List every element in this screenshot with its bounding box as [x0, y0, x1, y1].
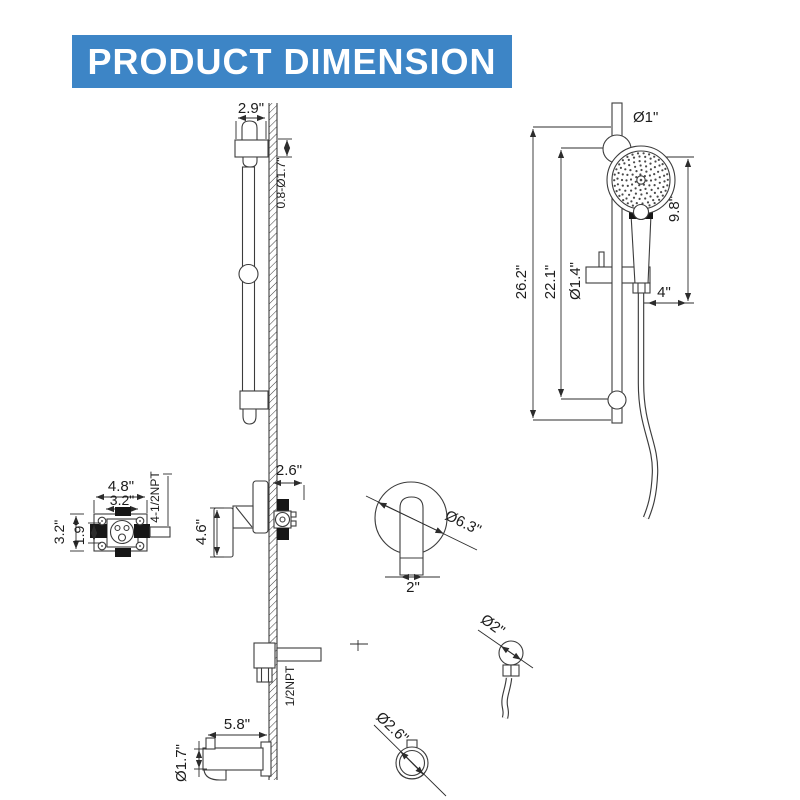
dim-holder-span: 22.1"	[542, 265, 559, 300]
tub-spout-front-view: Ø2.6"	[372, 709, 447, 797]
dim-slider-diameter: Ø1.4"	[567, 262, 584, 300]
spout-body	[202, 747, 264, 771]
hose-connector-view: Ø2"	[477, 611, 534, 719]
dim-valve-height: 4.6"	[193, 519, 210, 545]
mode-button	[632, 203, 650, 221]
valve-cartridge	[109, 519, 135, 545]
slidebar-side-view: 2.9" 0.8-Ø1.7"	[234, 100, 292, 425]
diverter-knob	[205, 737, 216, 750]
slider-knob	[238, 263, 259, 285]
slidebar-handshower-view: 26.2" 22.1" Ø1.4" 9.8" 4" Ø1"	[513, 102, 694, 520]
dim-bracket-range: 0.8-Ø1.7"	[274, 158, 288, 209]
dim-total-length: 26.2"	[513, 265, 530, 300]
dim-spout-length: 5.8"	[224, 716, 250, 733]
banner: PRODUCT DIMENSION	[72, 35, 512, 88]
dim-bar-diameter: Ø1"	[633, 109, 658, 126]
valve-front-view: 4.8" 3.2" 3.2" 1.9"	[51, 471, 172, 557]
dim-valve-width: 4.8"	[108, 478, 134, 495]
banner-title: PRODUCT DIMENSION	[87, 40, 497, 82]
dim-valve-thread: 4-1/2NPT	[148, 471, 162, 523]
escutcheon-front-view: Ø6.3" 2"	[365, 481, 484, 596]
dim-connector-diameter: Ø2"	[477, 611, 507, 640]
tub-spout-side-view: 5.8" Ø1.7"	[173, 716, 272, 782]
handheld-shower	[606, 145, 676, 294]
dim-bracket-width: 2.9"	[238, 100, 264, 117]
dim-escutcheon-diameter: Ø6.3"	[442, 507, 483, 539]
shower-hose	[637, 292, 659, 520]
dim-spout-front-diameter: Ø2.6"	[372, 709, 411, 747]
supply-elbow-side-view: 1/2NPT	[253, 640, 368, 706]
dim-valve-outer-height: 3.2"	[51, 520, 67, 544]
spray-nozzle-dots	[613, 152, 669, 208]
dim-valve-inner-height: 1.9"	[71, 521, 87, 545]
dim-valve-inner-width: 3.2"	[110, 492, 134, 508]
dim-escutcheon-outlet: 2"	[406, 579, 420, 596]
dim-valve-depth: 2.6"	[276, 462, 302, 479]
dim-spout-diameter: Ø1.7"	[173, 744, 190, 782]
slide-bar	[611, 102, 623, 424]
valve-side-view: 2.6" 4.6"	[193, 462, 305, 558]
dim-handshower-length: 9.8"	[666, 196, 683, 222]
dim-elbow-thread: 1/2NPT	[283, 665, 297, 706]
dim-offset: 4"	[657, 284, 671, 301]
